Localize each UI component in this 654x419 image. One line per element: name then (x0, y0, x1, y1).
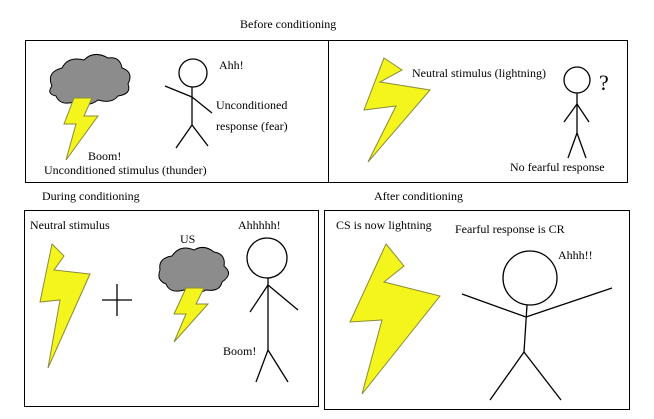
storm-cloud-icon (158, 246, 229, 294)
neutral-stimulus-label: Neutral stimulus (30, 218, 110, 232)
us-label: Unconditioned stimulus (thunder) (44, 163, 207, 177)
storm-cloud-icon (49, 54, 131, 106)
exclamation-ahhh: Ahhh!! (558, 248, 593, 262)
lightning-bolt-icon (173, 287, 210, 343)
panel-after (324, 210, 630, 410)
lightning-bolt-icon (363, 57, 431, 163)
exclamation-ahh: Ahh! (219, 58, 244, 72)
stick-figure (246, 237, 299, 383)
cs-label: CS is now lightning (336, 218, 432, 232)
lightning-bolt-icon (349, 243, 441, 395)
cr-label: Fearful response is CR (455, 222, 565, 236)
stick-figure (461, 250, 613, 401)
boom-label: Boom! (223, 344, 257, 358)
lightning-bolt-icon (63, 97, 99, 161)
ur-label-line1: Unconditioned (216, 98, 288, 112)
us-abbrev-label: US (180, 232, 196, 246)
panel-during (24, 210, 319, 407)
question-mark: ? (599, 70, 609, 95)
no-response-label: No fearful response (510, 160, 605, 174)
stick-figure (164, 58, 213, 149)
heading-before-conditioning: Before conditioning (240, 17, 337, 31)
stick-figure (563, 66, 591, 159)
lightning-bolt-icon (39, 242, 91, 369)
panel-before-right (328, 40, 628, 183)
ur-label-line2: response (fear) (216, 119, 288, 133)
exclamation-ahhhhh: Ahhhhh! (238, 218, 281, 232)
boom-label: Boom! (88, 149, 122, 163)
heading-after-conditioning: After conditioning (374, 189, 463, 203)
neutral-stimulus-label: Neutral stimulus (lightning) (412, 66, 546, 80)
plus-icon (102, 284, 132, 316)
heading-during-conditioning: During conditioning (42, 189, 140, 203)
